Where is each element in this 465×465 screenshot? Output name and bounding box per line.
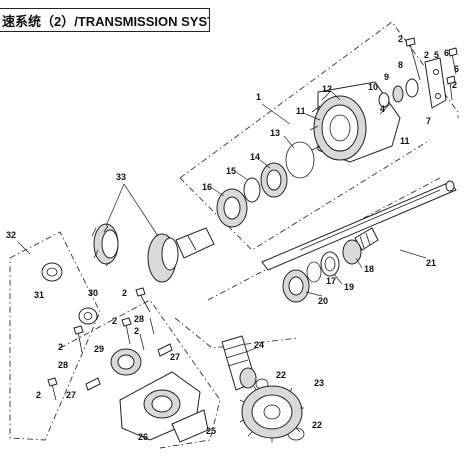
bracket-7 [424, 57, 447, 109]
bearing-16 [216, 188, 248, 228]
housing-12 [309, 81, 401, 163]
shaft-21 [261, 180, 457, 271]
callout-8: 8 [398, 60, 403, 70]
callout-4: 4 [380, 104, 385, 114]
callout-28: 28 [58, 360, 68, 370]
callout-22: 22 [312, 420, 322, 430]
group-boundary-lower [174, 317, 299, 349]
callout-30: 30 [88, 288, 98, 298]
callout-2: 2 [36, 390, 41, 400]
bevel-gear-33 [91, 223, 215, 283]
callout-7: 7 [426, 116, 431, 126]
bolts-2-6 [405, 37, 458, 101]
seal-8-9-10 [378, 78, 419, 108]
callout-23: 23 [314, 378, 324, 388]
callout-18: 18 [364, 264, 374, 274]
callout-25: 25 [206, 426, 216, 436]
ring-15 [243, 177, 261, 203]
callout-26: 26 [138, 432, 148, 442]
o-ring-17 [306, 261, 322, 283]
callout-20: 20 [318, 296, 328, 306]
page-title: 速系统（2）/TRANSMISSION SYSTEM (2) [0, 8, 210, 32]
washer-30 [78, 307, 98, 325]
callout-2: 2 [424, 50, 429, 60]
callout-19: 19 [344, 282, 354, 292]
clip-27 [85, 343, 173, 391]
callout-21: 21 [426, 258, 436, 268]
group-boundary-upper [179, 21, 459, 179]
cover-31 [41, 262, 63, 282]
callout-24: 24 [254, 340, 264, 350]
callout-2: 2 [452, 80, 457, 90]
seal-20 [282, 269, 310, 303]
callout-32: 32 [6, 230, 16, 240]
callout-13: 13 [270, 128, 280, 138]
callout-1: 1 [256, 92, 261, 102]
callout-2: 2 [58, 342, 63, 352]
callout-9: 9 [384, 72, 389, 82]
callout-14: 14 [250, 152, 260, 162]
callout-2: 2 [112, 316, 117, 326]
callout-6: 6 [454, 64, 459, 74]
group-boundary-upper-lower-edge [179, 139, 431, 251]
leader-lines [17, 91, 427, 353]
callout-28: 28 [134, 314, 144, 324]
callout-12: 12 [322, 84, 332, 94]
callout-2: 2 [122, 288, 127, 298]
callout-33: 33 [116, 172, 126, 182]
callout-labels: 1 2 2 5 6 6 2 8 9 10 12 11 11 7 4 13 14 … [6, 34, 459, 442]
callout-5: 5 [434, 50, 439, 60]
callout-16: 16 [202, 182, 212, 192]
callout-27: 27 [170, 352, 180, 362]
callout-15: 15 [226, 166, 236, 176]
gear-23 [239, 385, 304, 442]
group-boundary-bottom [59, 299, 221, 449]
callout-2: 2 [398, 34, 403, 44]
callout-2: 2 [134, 326, 139, 336]
seal-19 [320, 251, 340, 277]
bracket-25 [171, 409, 209, 443]
gear-shaft-18 [342, 227, 379, 265]
callout-10: 10 [368, 82, 378, 92]
callout-6: 6 [444, 48, 449, 58]
callout-22: 22 [276, 370, 286, 380]
callout-17: 17 [326, 276, 336, 286]
bearing-14 [260, 162, 288, 198]
bearing-29 [110, 348, 142, 376]
o-ring-13 [285, 141, 315, 179]
callout-29: 29 [94, 344, 104, 354]
shaft-24 [221, 335, 257, 391]
bolts-2-lower [47, 287, 155, 401]
callout-31: 31 [34, 290, 44, 300]
callout-11: 11 [400, 136, 410, 146]
callout-27: 27 [66, 390, 76, 400]
callout-11: 11 [296, 106, 306, 116]
